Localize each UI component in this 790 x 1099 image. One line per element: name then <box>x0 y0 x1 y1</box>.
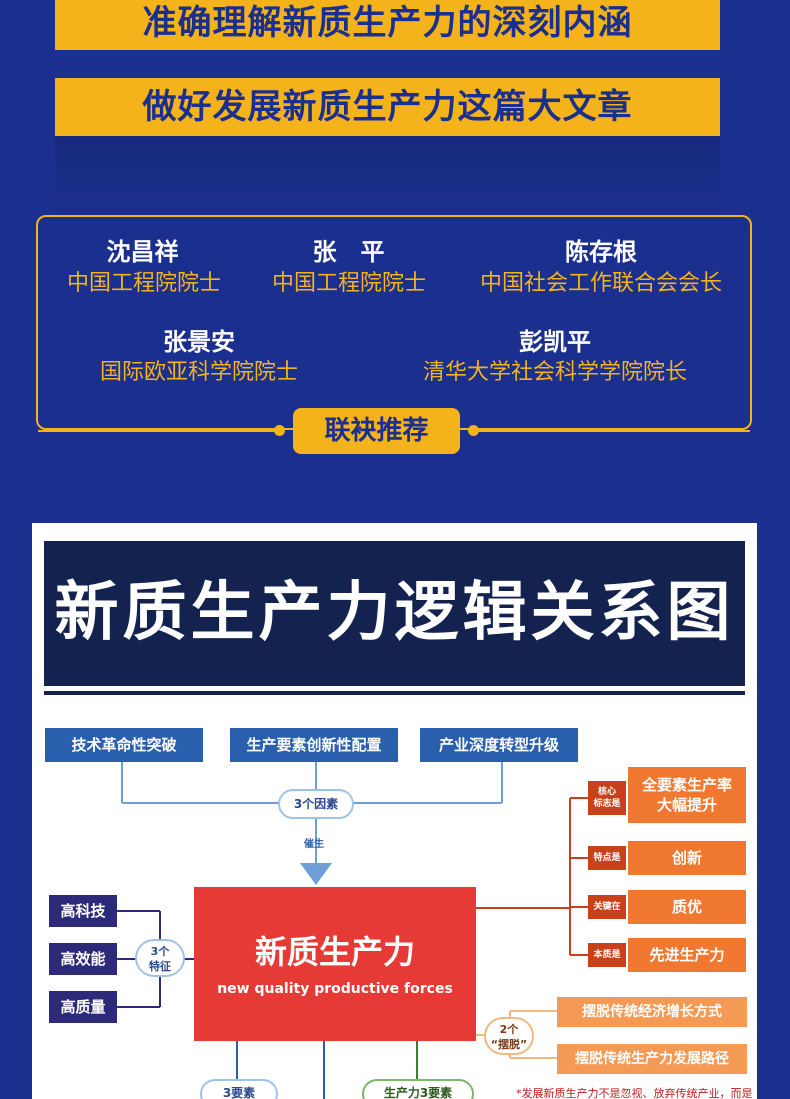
center-subtitle: new quality productive forces <box>217 981 453 997</box>
break-item: 摆脱传统经济增长方式 <box>557 997 747 1027</box>
factor-box: 产业深度转型升级 <box>420 728 578 762</box>
catalyze-label: 催生 <box>304 839 324 850</box>
recommender-title: 中国社会工作联合会会长 <box>479 271 722 296</box>
banner-shadow <box>55 136 720 216</box>
tag-line: 标志是 <box>593 799 621 809</box>
break-oval-line1: 2个 <box>499 1023 519 1036</box>
center-node: 新质生产力 new quality productive forces <box>194 887 476 1041</box>
recommender-name: 陈存根 <box>565 238 637 266</box>
divider-dot <box>274 425 285 436</box>
recommender-name: 彭凯平 <box>519 328 591 356</box>
item-line: 大幅提升 <box>656 796 717 814</box>
bottom-oval-productivity: 生产力3要素 <box>362 1079 474 1099</box>
features-oval: 3个 特征 <box>135 939 185 977</box>
headline-banner-1: 准确理解新质生产力的深刻内涵 <box>55 0 720 50</box>
feature-box: 高效能 <box>49 943 117 975</box>
feature-box: 高科技 <box>49 895 117 927</box>
recommender-title: 中国工程院院士 <box>271 271 426 296</box>
features-oval-line1: 3个 <box>150 945 170 958</box>
logic-diagram-poster: 新质生产力逻辑关系图 <box>32 523 757 1099</box>
right-tag: 关键在 <box>588 895 626 919</box>
recommender-name: 张景安 <box>163 328 235 356</box>
right-item: 先进生产力 <box>628 938 746 972</box>
bottom-oval-elements: 3要素 <box>200 1079 278 1099</box>
poster-title: 新质生产力逻辑关系图 <box>44 541 745 686</box>
headline-banner-2: 做好发展新质生产力这篇大文章 <box>55 78 720 136</box>
item-line: 全要素生产率 <box>641 776 732 794</box>
features-oval-line2: 特征 <box>149 960 171 973</box>
factors-oval: 3个因素 <box>278 789 354 819</box>
bottom-note: *发展新质生产力不是忽视、放弃传统产业，而是 <box>516 1087 753 1099</box>
tag-line: 核心 <box>597 787 616 797</box>
right-tag: 核心 标志是 <box>588 781 626 815</box>
divider-line <box>38 430 276 432</box>
right-item: 创新 <box>628 841 746 875</box>
joint-recommend-badge: 联袂推荐 <box>293 408 460 454</box>
feature-box: 高质量 <box>49 991 117 1023</box>
recommender-title: 中国工程院院士 <box>66 271 221 296</box>
factor-box: 技术革命性突破 <box>45 728 203 762</box>
right-item: 全要素生产率 大幅提升 <box>628 767 746 823</box>
right-tag: 本质是 <box>588 943 626 967</box>
recommender-title: 清华大学社会科学学院院长 <box>422 360 687 385</box>
break-item: 摆脱传统生产力发展路径 <box>557 1044 747 1074</box>
divider-line <box>478 430 750 432</box>
recommender-name: 张 平 <box>312 238 385 266</box>
break-oval: 2个 “摆脱” <box>484 1017 534 1055</box>
recommender-title: 国际欧亚科学院院士 <box>99 360 298 385</box>
break-oval-line2: “摆脱” <box>490 1038 528 1051</box>
right-tag: 特点是 <box>588 846 626 870</box>
recommender-name: 沈昌祥 <box>106 238 179 266</box>
right-item: 质优 <box>628 890 746 924</box>
poster-title-rule <box>44 691 745 695</box>
divider-dot <box>468 425 479 436</box>
factor-box: 生产要素创新性配置 <box>230 728 398 762</box>
center-title: 新质生产力 <box>254 933 415 971</box>
